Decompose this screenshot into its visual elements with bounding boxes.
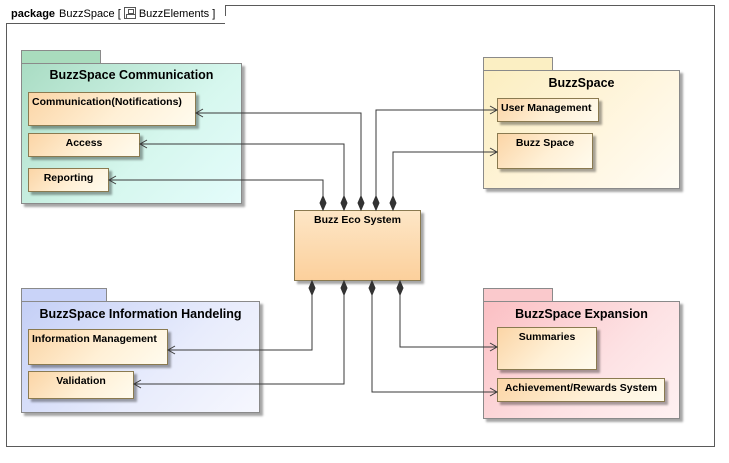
link-access-composition-diamond <box>340 194 348 212</box>
package-buzzspace[interactable]: BuzzSpace <box>483 70 680 189</box>
link-reporting-arrowhead <box>107 175 117 185</box>
link-information-management-arrowhead <box>166 345 176 355</box>
link-validation-arrowhead <box>132 379 142 389</box>
link-reporting <box>109 179 324 196</box>
frame-diagram-name: BuzzElements <box>138 8 210 20</box>
package-tab-information <box>21 288 107 302</box>
package-title-buzzspace: BuzzSpace <box>548 76 615 90</box>
link-achievement-arrowhead <box>489 387 499 397</box>
package-title-information: BuzzSpace Information Handeling <box>39 307 242 321</box>
package-tab-buzzspace <box>483 57 553 71</box>
package-title-expansion: BuzzSpace Expansion <box>515 307 648 321</box>
link-communication-arrowhead <box>194 108 204 118</box>
link-communication-composition-diamond <box>357 194 365 212</box>
class-diagram-icon <box>123 7 136 19</box>
link-buzz-space <box>392 151 497 196</box>
link-validation-composition-diamond <box>340 279 348 297</box>
class-achievement-rewards-system[interactable]: Achievement/Rewards System <box>497 378 665 402</box>
frame-keyword: package <box>11 8 56 20</box>
class-communication-notifications[interactable]: Communication(Notifications) <box>28 92 196 126</box>
link-access-arrowhead <box>138 139 148 149</box>
package-tab-expansion <box>483 288 553 302</box>
class-user-management[interactable]: User Management <box>497 98 599 122</box>
link-communication <box>196 112 362 196</box>
class-buzz-eco-system[interactable]: Buzz Eco System <box>294 210 421 281</box>
class-information-management[interactable]: Information Management <box>28 329 168 365</box>
link-buzz-space-composition-diamond <box>389 194 397 212</box>
package-tab-communication <box>21 50 101 64</box>
link-summaries-composition-diamond <box>396 279 404 297</box>
package-title-communication: BuzzSpace Communication <box>49 68 214 82</box>
class-summaries[interactable]: Summaries <box>497 327 597 370</box>
link-validation <box>134 295 345 385</box>
frame-open-bracket: [ <box>117 8 121 20</box>
link-user-management-composition-diamond <box>372 194 380 212</box>
link-reporting-composition-diamond <box>319 194 327 212</box>
link-information-management-composition-diamond <box>308 279 316 297</box>
frame-package-name: BuzzSpace <box>59 8 115 20</box>
link-information-management <box>168 295 313 351</box>
link-achievement-composition-diamond <box>368 279 376 297</box>
link-user-management <box>375 109 497 196</box>
link-access <box>140 143 345 196</box>
link-summaries <box>399 295 497 348</box>
link-summaries-arrowhead <box>489 342 499 352</box>
class-access[interactable]: Access <box>28 133 140 157</box>
link-user-management-arrowhead <box>489 105 499 115</box>
class-buzz-space[interactable]: Buzz Space <box>497 133 593 169</box>
frame-close-bracket: ] <box>212 8 216 20</box>
link-buzz-space-arrowhead <box>489 147 499 157</box>
class-validation[interactable]: Validation <box>28 371 134 399</box>
class-reporting[interactable]: Reporting <box>28 168 109 192</box>
diagram-frame <box>6 5 715 447</box>
link-achievement <box>371 295 497 393</box>
